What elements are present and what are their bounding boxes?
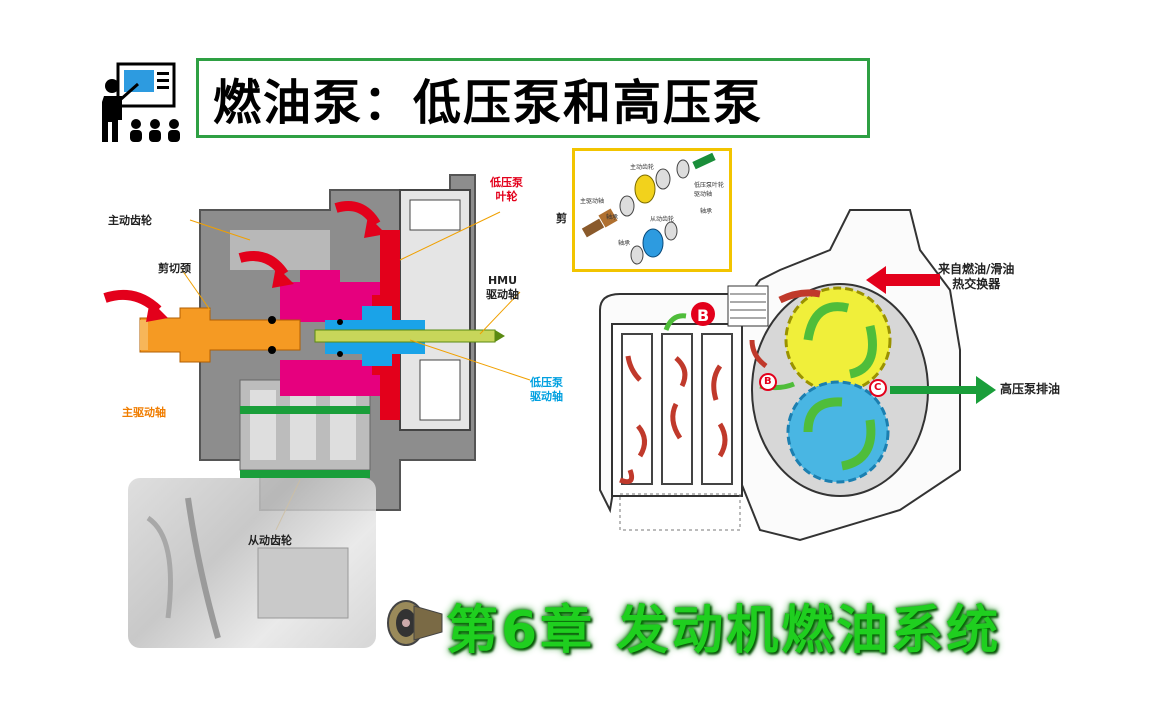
marker-c: C: [874, 382, 882, 393]
label-drive-gear: 主动齿轮: [108, 214, 152, 227]
chapter-heading: 第6章 发动机燃油系统: [446, 601, 1002, 661]
jet-engine-icon: [387, 600, 443, 646]
label-driven-gear: 从动齿轮: [248, 534, 292, 547]
label-lp-drive-shaft: 低压泵 驱动轴: [530, 376, 563, 403]
inset-label-lp-impeller-drive: 低压泵叶轮 驱动轴: [694, 182, 725, 198]
inset-label-bearing-a: 轴承: [700, 208, 713, 215]
label-main-drive-shaft: 主驱动轴: [122, 406, 166, 419]
inset-label-bearing-c: 轴承: [606, 214, 619, 221]
marker-b-small: B: [764, 376, 772, 387]
label-hp-discharge: 高压泵排油: [1000, 382, 1061, 396]
exploded-view-parts: [581, 152, 716, 265]
inset-label-drive-gear: 主动齿轮: [630, 164, 655, 171]
engine-photo-pipes: [146, 497, 349, 639]
title-box: 燃油泵：低压泵和高压泵: [196, 58, 870, 138]
lp-pump-cutaway-diagram: [103, 174, 531, 530]
label-shear-neck: 剪切颈: [158, 262, 191, 275]
inset-label-driven-gear: 从动齿轮: [650, 216, 675, 223]
marker-b-large: B: [697, 306, 710, 325]
label-from-exchanger: 来自燃油/滑油 热交换器: [938, 262, 1015, 291]
page-title: 燃油泵：低压泵和高压泵: [213, 75, 764, 131]
inset-label-bearing-b: 轴承: [618, 240, 631, 247]
label-lp-impeller: 低压泵 叶轮: [490, 176, 523, 203]
label-hmu-drive-shaft: HMU 驱动轴: [486, 274, 519, 301]
inset-label-main-drive-shaft: 主驱动轴: [580, 198, 605, 205]
hp-pump-flow-diagram: [599, 209, 996, 542]
teacher-presentation-icon: [102, 62, 180, 142]
label-shear-cut: 剪: [556, 212, 567, 225]
